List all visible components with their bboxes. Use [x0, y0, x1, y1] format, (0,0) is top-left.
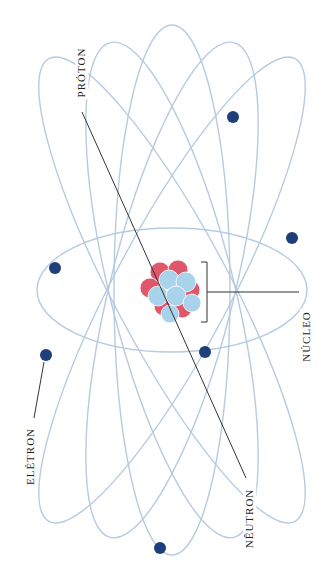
part-label: NÚCLEO — [299, 309, 312, 364]
part-label: NÊUTRON — [243, 486, 256, 550]
electrons — [40, 111, 298, 554]
part-label: ELÉTRON — [24, 425, 37, 486]
electron — [199, 346, 211, 358]
electron — [40, 349, 52, 361]
nucleus — [140, 260, 201, 323]
electron — [49, 262, 61, 274]
part-label: PRÓTON — [75, 45, 88, 99]
orbit — [50, 28, 294, 553]
neutron — [183, 294, 201, 312]
electron — [154, 542, 166, 554]
electron — [227, 111, 239, 123]
orbit — [0, 31, 327, 548]
leader-line — [82, 112, 246, 478]
leader-line — [34, 362, 44, 418]
orbit — [37, 228, 307, 352]
orbit — [0, 31, 327, 548]
orbit — [114, 25, 230, 555]
leaders — [34, 112, 299, 478]
orbits — [0, 25, 327, 555]
neutron — [148, 286, 168, 306]
bracket — [201, 262, 207, 322]
electron — [286, 232, 298, 244]
orbit — [50, 28, 294, 553]
leader-line — [207, 292, 299, 293]
